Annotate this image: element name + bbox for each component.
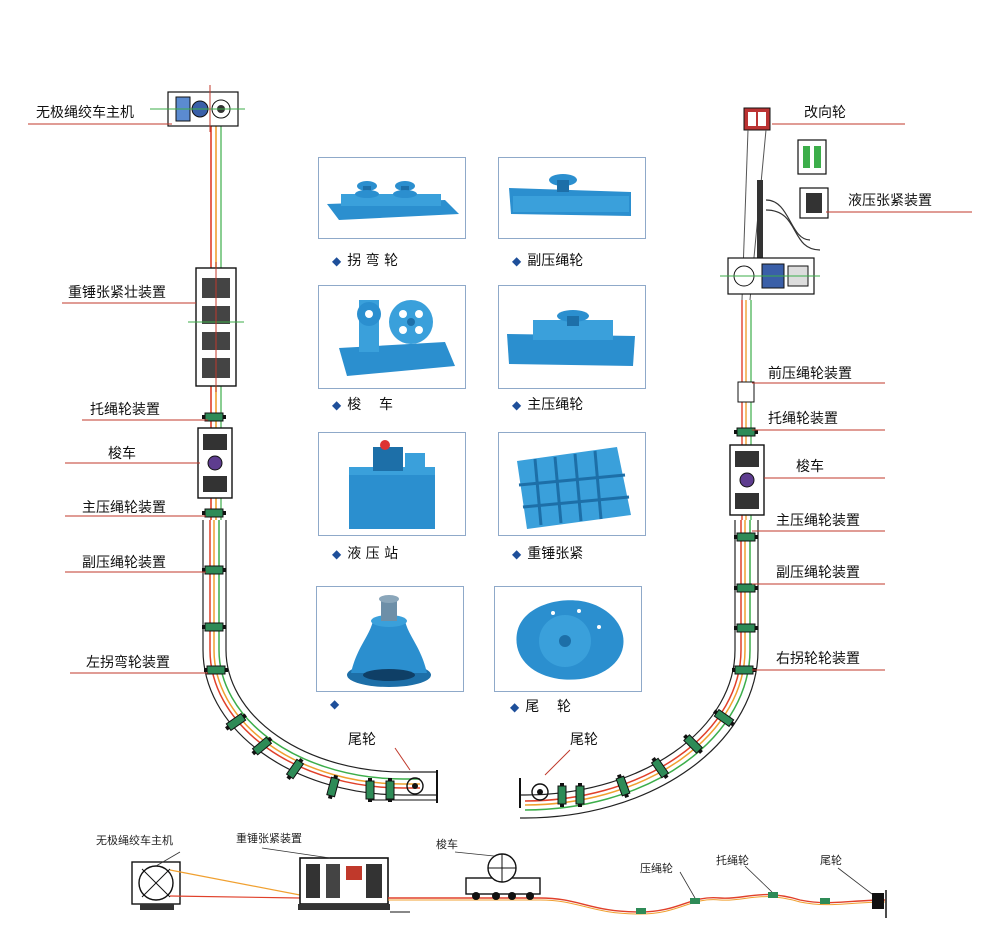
right-drive-unit [720, 257, 820, 295]
turning-wheel-illustration [327, 181, 459, 220]
label-shuttle-car-right: 梭车 [796, 459, 824, 475]
label-redirect-wheel: 改向轮 [804, 105, 846, 121]
heavy-hammer-tension-illustration [517, 447, 631, 529]
diamond-bullet-icon: ◆ [510, 700, 520, 714]
bottom-side-view [131, 847, 887, 918]
left-main-winch [150, 85, 245, 132]
right-track [519, 300, 759, 819]
left-heavy-tension-device [188, 262, 244, 392]
left-shuttle-car [197, 427, 233, 499]
left-leader-lines [28, 123, 208, 674]
diamond-bullet-icon: ◆ [512, 254, 522, 268]
main-press-wheel-illustration [507, 310, 635, 366]
label-shuttle-car-left: 梭车 [108, 446, 136, 462]
pulley-illustration [347, 595, 431, 687]
photo-heavy-hammer-tension [498, 432, 646, 536]
label-tail-wheel-right: 尾轮 [570, 732, 598, 748]
label-aux-press-left: 副压绳轮装置 [82, 555, 166, 571]
diamond-bullet-icon: ◆ [512, 547, 522, 561]
label-right-turn: 右拐轮轮装置 [776, 651, 860, 667]
right-shuttle-car [729, 444, 765, 516]
caption-heavy-hammer-tension: ◆重锤张紧 [512, 546, 584, 562]
photo-main-press-wheel [498, 285, 646, 389]
bottom-label-support-wheel: 托绳轮 [716, 854, 749, 867]
caption-aux-press-wheel: ◆副压绳轮 [512, 253, 584, 269]
caption-shuttle-car: ◆梭 车 [332, 397, 394, 413]
caption-tail-wheel: ◆尾 轮 [510, 699, 572, 715]
hydraulic-station-illustration [349, 440, 435, 529]
photo-aux-press-wheel [498, 157, 646, 239]
label-main-press-left: 主压绳轮装置 [82, 500, 166, 516]
bottom-label-heavy-tension: 重锤张紧装置 [236, 832, 302, 845]
diamond-bullet-icon: ◆ [332, 547, 342, 561]
label-front-press: 前压绳轮装置 [768, 366, 852, 382]
photo-hydraulic-station [318, 432, 466, 536]
diamond-bullet-icon: ◆ [332, 254, 342, 268]
label-main-winch-left: 无极绳绞车主机 [36, 105, 134, 121]
right-leader-lines [752, 123, 972, 671]
diamond-bullet-icon: ◆ [332, 398, 342, 412]
label-main-press-right: 主压绳轮装置 [776, 513, 860, 529]
caption-turning-wheel: ◆拐 弯 轮 [332, 253, 399, 269]
photo-tail-wheel [494, 586, 642, 692]
photo-turning-wheel [318, 157, 466, 239]
diamond-bullet-icon: ◆ [512, 398, 522, 412]
bottom-label-main-winch: 无极绳绞车主机 [96, 834, 173, 847]
label-aux-press-right: 副压绳轮装置 [776, 565, 860, 581]
label-left-turn: 左拐弯轮装置 [86, 655, 170, 671]
bottom-label-tail-wheel: 尾轮 [820, 854, 842, 867]
tail-wheel-illustration [516, 600, 624, 680]
bottom-label-press-wheel: 压绳轮 [640, 862, 673, 875]
label-rope-support-right: 托绳轮装置 [768, 411, 838, 427]
right-front-press-wheel [737, 381, 755, 403]
label-rope-support-left: 托绳轮装置 [90, 402, 160, 418]
label-hydraulic-tension: 液压张紧装置 [848, 193, 932, 209]
aux-press-wheel-illustration [509, 174, 631, 216]
photo-shuttle-car [318, 285, 466, 389]
right-hydraulic-tension-device [757, 139, 829, 260]
shuttle-car-illustration [339, 300, 455, 376]
photo-pulley [316, 586, 464, 692]
caption-hydraulic-station: ◆液 压 站 [332, 546, 399, 562]
diamond-bullet-icon: ◆ [330, 697, 340, 711]
label-heavy-tension-left: 重锤张紧壮装置 [68, 285, 166, 301]
caption-pulley: ◆ [330, 696, 345, 712]
label-tail-wheel-left: 尾轮 [348, 732, 376, 748]
bottom-label-shuttle-car: 梭车 [436, 838, 458, 851]
caption-main-press-wheel: ◆主压绳轮 [512, 397, 584, 413]
